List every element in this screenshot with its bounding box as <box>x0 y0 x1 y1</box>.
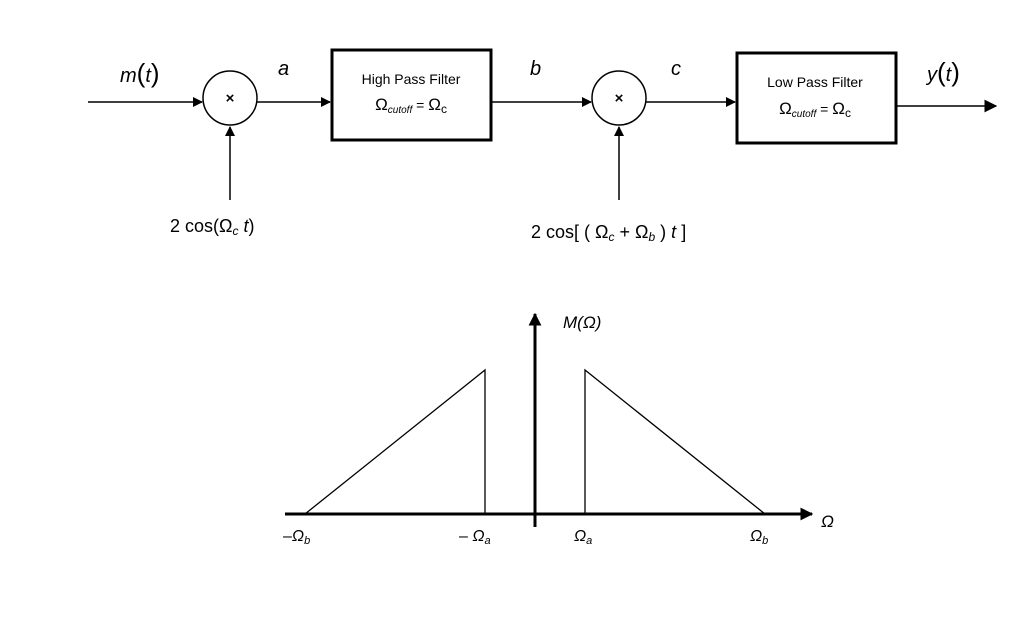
tick-omega-b: Ωb <box>750 528 768 547</box>
lpf-title: Low Pass Filter <box>767 74 863 90</box>
high-pass-filter-block <box>330 48 493 142</box>
hpf-title: High Pass Filter <box>362 71 461 87</box>
node-b-label: b <box>530 58 541 80</box>
low-pass-filter-block <box>735 51 898 145</box>
input-signal-label: m(t) <box>120 58 160 88</box>
spectrum-xlabel: Ω <box>821 512 834 531</box>
output-signal-label: y(t) <box>925 57 960 87</box>
node-c-label: c <box>671 58 681 80</box>
lpf-cutoff: Ωcutoff = Ωc <box>779 99 851 120</box>
tick-omega-a: Ωa <box>574 528 592 547</box>
tick-neg-omega-b: –Ωb <box>283 528 310 547</box>
mixer-1 <box>202 70 258 126</box>
mixer-2-lo-label: 2 cos[ ( Ωc + Ωb ) t ] <box>531 222 686 244</box>
spectrum-positive-band <box>584 368 766 515</box>
spectrum-ylabel: M(Ω) <box>563 313 601 332</box>
hpf-cutoff: Ωcutoff = Ωc <box>375 95 447 116</box>
mixer-2-symbol: × <box>615 90 624 107</box>
mixer-1-lo-label: 2 cos(Ωc t) <box>170 216 255 238</box>
node-a-label: a <box>278 58 289 80</box>
mixer-1-symbol: × <box>226 90 235 107</box>
spectrum-negative-band <box>304 368 486 515</box>
mixer-2 <box>591 70 647 126</box>
tick-neg-omega-a: – Ωa <box>459 528 491 547</box>
